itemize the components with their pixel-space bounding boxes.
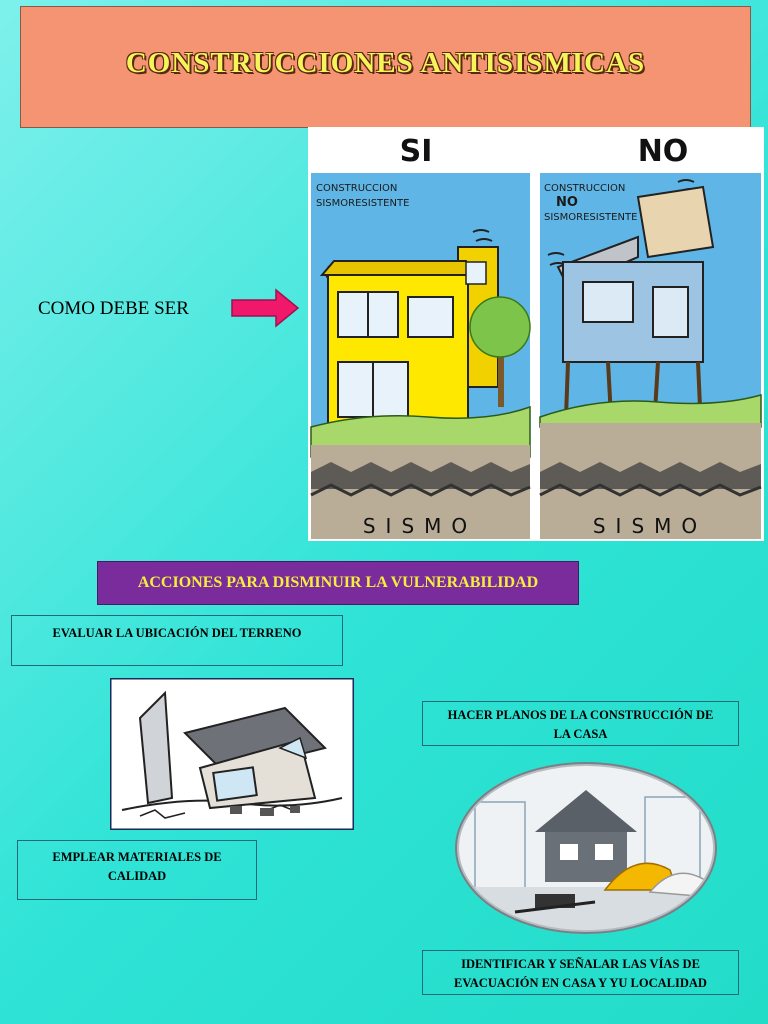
action-evaluate-terrain: EVALUAR LA UBICACIÓN DEL TERRENO	[11, 615, 343, 666]
right-panel: CONSTRUCCION NO SISMORESISTENTE SISMO	[539, 173, 762, 539]
right-arrow-icon	[231, 288, 300, 328]
no-heading: NO	[638, 134, 689, 169]
svg-text:NO: NO	[556, 195, 578, 210]
actions-heading: ACCIONES PARA DISMINUIR LA VULNERABILIDA…	[97, 561, 579, 605]
construction-plans-image	[455, 762, 717, 934]
svg-text:SISMORESISTENTE: SISMORESISTENTE	[544, 212, 637, 223]
page-title: CONSTRUCCIONES ANTISISMICAS	[125, 46, 646, 79]
svg-text:SISMO: SISMO	[363, 514, 477, 538]
action-evacuation-routes: IDENTIFICAR Y SEÑALAR LAS VÍAS DE EVACUA…	[422, 950, 739, 995]
action-quality-materials: EMPLEAR MATERIALES DE CALIDAD	[17, 840, 257, 900]
svg-text:CONSTRUCCION: CONSTRUCCION	[544, 183, 625, 194]
comic-si-no-illustration: SI NO CONSTRUCCION SISMORESISTENTE SISMO…	[308, 127, 764, 541]
left-panel: CONSTRUCCION SISMORESISTENTE SISMO	[310, 173, 531, 539]
action-make-plans: HACER PLANOS DE LA CONSTRUCCIÓN DE LA CA…	[422, 701, 739, 746]
damaged-house-image	[110, 678, 354, 830]
si-heading: SI	[400, 134, 433, 169]
title-banner: CONSTRUCCIONES ANTISISMICAS	[20, 6, 751, 128]
svg-text:SISMO: SISMO	[593, 514, 707, 538]
como-debe-ser-label: COMO DEBE SER	[38, 298, 189, 319]
svg-text:SISMORESISTENTE: SISMORESISTENTE	[316, 198, 409, 209]
svg-text:CONSTRUCCION: CONSTRUCCION	[316, 183, 397, 194]
